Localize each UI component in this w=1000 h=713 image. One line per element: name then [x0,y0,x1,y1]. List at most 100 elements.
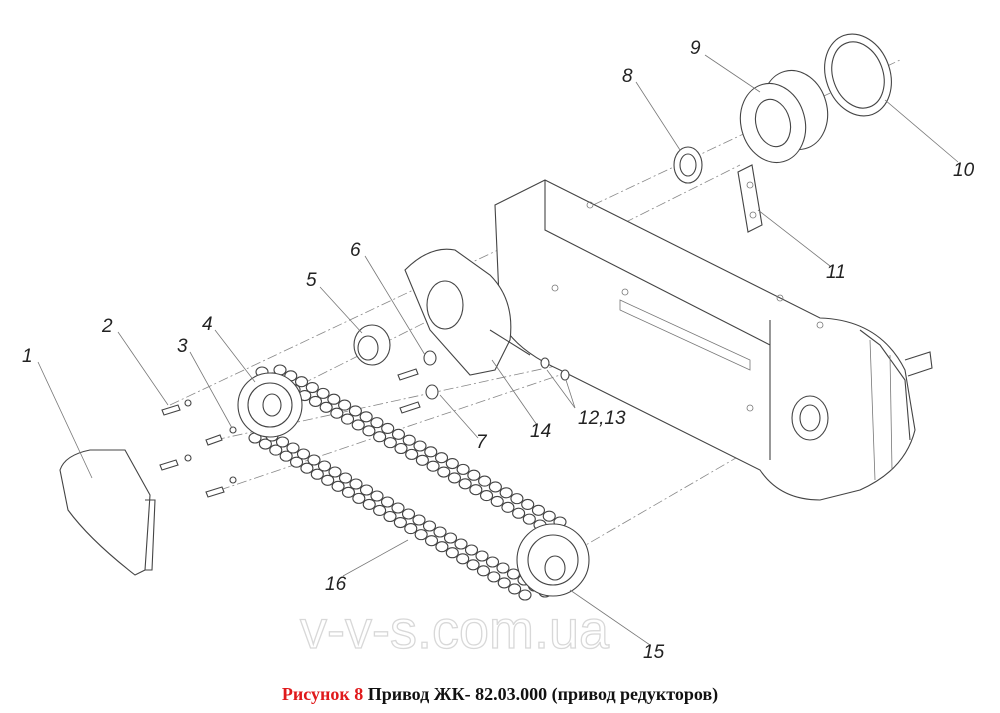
chain-link [422,520,437,532]
chain-link [464,544,479,556]
chain-link [352,492,366,504]
label-part-9: 9 [690,38,701,59]
chain-link [349,478,363,490]
chain-link [475,550,489,562]
chain-link [391,502,405,514]
chain-link [521,498,535,511]
gearbox-housing [494,179,933,501]
chain-link [310,468,324,480]
chain-link [499,487,513,499]
part-8-bearing [673,146,703,184]
chain-link [258,438,272,450]
chain-link [373,504,387,517]
chain-link [338,472,353,484]
part-15-sprocket [516,523,590,597]
chain-link [370,417,384,429]
chain-link [426,460,440,472]
chain-link [402,434,416,446]
chain-link [340,413,355,425]
chain-link [289,456,304,468]
chain-link [327,393,341,405]
label-part-4: 4 [202,314,213,335]
chain-link [506,568,521,580]
chain-link [433,526,447,538]
chain-link [424,446,438,458]
chain-link [316,387,330,399]
chain-link [383,437,397,449]
chain-link [348,405,362,417]
chain-link [380,496,395,508]
chain-link [328,466,342,478]
chain-link [479,490,494,502]
chain-link [467,469,481,481]
label-part-5: 5 [306,270,317,291]
chain-link [383,510,397,523]
label-part-15: 15 [643,642,665,663]
part-11-plate [737,164,763,233]
part-14-plate [404,248,531,376]
chain-link [501,501,515,513]
chain-link [279,450,293,462]
chain-link [447,472,462,484]
label-part-10: 10 [953,160,975,181]
chain-link [300,462,314,474]
chain-link [413,440,427,452]
chain-link [405,448,419,460]
chain-link [391,428,406,440]
chain-link [330,407,344,419]
chain-link [456,463,470,475]
chain-link [338,399,352,411]
chain-link [445,457,459,470]
leader-lines [37,54,959,646]
chain-link [518,589,532,601]
label-part-12-13: 12,13 [578,408,626,429]
chain-link [435,541,449,553]
chain-link [308,395,323,407]
part-6-7-fasteners [397,350,570,414]
chain-link [351,419,365,431]
chain-link [317,460,332,472]
part-2-3-screws [159,399,237,498]
part-10-gasket [824,33,892,117]
chain-link [362,425,376,437]
label-part-2: 2 [101,316,113,337]
chain-link [424,535,439,547]
chain-link [512,507,526,519]
chain-link [414,529,428,541]
chain-link [321,474,335,486]
part-4-sprocket [237,372,303,438]
label-part-6: 6 [350,240,361,261]
part-5-bearing [353,324,391,366]
figure-caption: Рисунок 8 Привод ЖК- 82.03.000 (привод р… [0,684,1000,705]
chain-link [458,478,472,490]
chain-link [510,493,524,505]
chain-link [478,475,492,487]
chain-link [362,498,376,510]
chain-link [490,495,504,508]
chain-link [445,547,459,559]
chain-link [485,556,500,568]
chain-link [531,504,546,516]
chain-link [496,562,510,574]
part-1-cover [59,449,156,576]
chain-link [359,484,374,496]
chain-link [401,508,416,520]
chain-link [393,516,407,529]
watermark: v-v-s.com.ua [300,600,610,660]
chain-link [373,431,387,443]
chain-link [412,514,426,526]
part-9-flange [739,69,829,164]
label-part-8: 8 [622,66,633,87]
label-part-3: 3 [177,336,188,357]
chain-link [370,490,384,502]
label-part-14: 14 [530,421,551,442]
chain-link [437,466,451,478]
chain-link [456,553,470,565]
chain-link [294,376,309,388]
label-part-16: 16 [325,574,347,595]
figure-title: Привод ЖК- 82.03.000 (привод редукторов) [367,684,719,704]
chain-link [296,448,311,460]
chain-link [469,484,483,496]
chain-link [497,577,511,589]
